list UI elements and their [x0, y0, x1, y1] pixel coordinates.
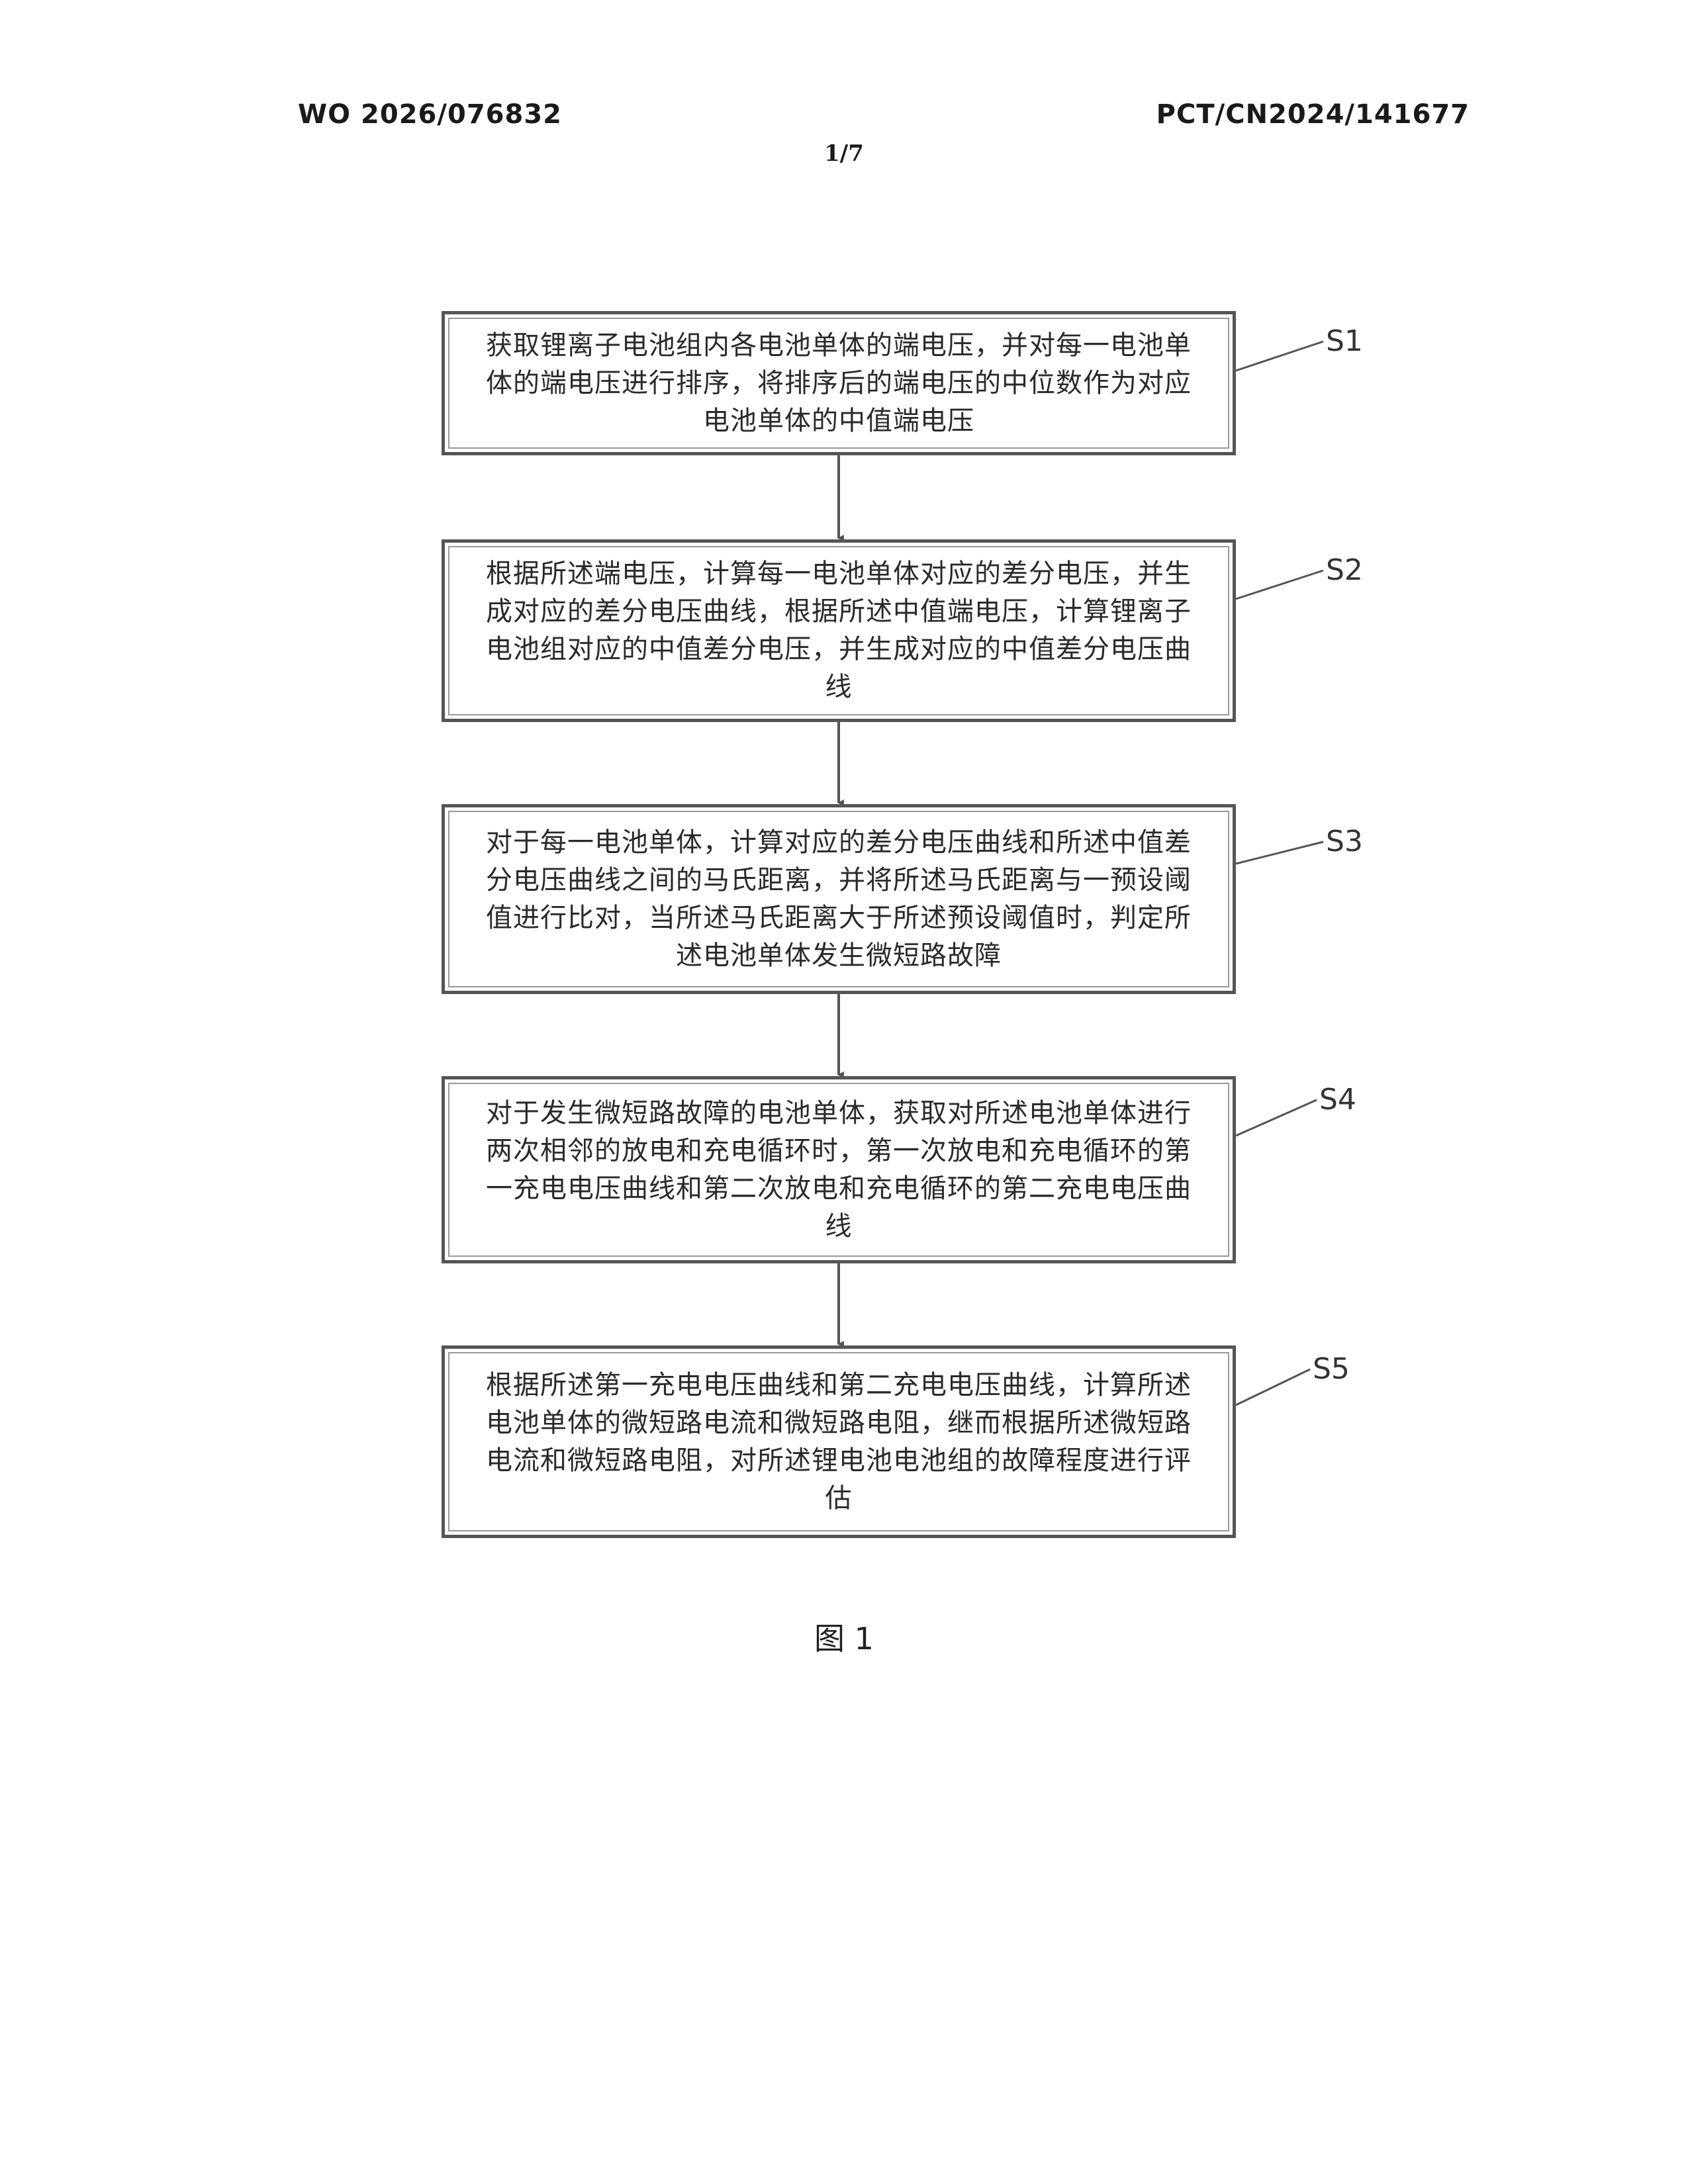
figure-caption: 图 1 [0, 1615, 1688, 1659]
leader-line [1236, 570, 1323, 599]
step-text-s5: 根据所述第一充电电压曲线和第二充电电压曲线，计算所述电池单体的微短路电流和微短路… [474, 1367, 1203, 1518]
step-text-s1: 获取锂离子电池组内各电池单体的端电压，并对每一电池单体的端电压进行排序，将排序后… [474, 327, 1203, 440]
leader-line [1236, 842, 1323, 864]
step-text-s3: 对于每一电池单体，计算对应的差分电压曲线和所述中值差分电压曲线之间的马氏距离，并… [474, 824, 1203, 975]
step-label-s5: S5 [1313, 1352, 1350, 1386]
leader-line [1236, 1369, 1310, 1405]
step-label-s2: S2 [1326, 553, 1363, 587]
leader-line [1236, 1100, 1317, 1136]
step-text-s4: 对于发生微短路故障的电池单体，获取对所述电池单体进行两次相邻的放电和充电循环时，… [474, 1095, 1203, 1246]
step-label-s4: S4 [1319, 1083, 1356, 1116]
step-box-s4: 对于发生微短路故障的电池单体，获取对所述电池单体进行两次相邻的放电和充电循环时，… [442, 1076, 1236, 1263]
step-box-s1: 获取锂离子电池组内各电池单体的端电压，并对每一电池单体的端电压进行排序，将排序后… [442, 311, 1236, 455]
step-box-s3: 对于每一电池单体，计算对应的差分电压曲线和所述中值差分电压曲线之间的马氏距离，并… [442, 804, 1236, 994]
step-label-s3: S3 [1326, 825, 1363, 858]
step-box-s2: 根据所述端电压，计算每一电池单体对应的差分电压，并生成对应的差分电压曲线，根据所… [442, 539, 1236, 722]
step-label-s1: S1 [1326, 324, 1363, 358]
step-text-s2: 根据所述端电压，计算每一电池单体对应的差分电压，并生成对应的差分电压曲线，根据所… [474, 555, 1203, 706]
step-box-s5: 根据所述第一充电电压曲线和第二充电电压曲线，计算所述电池单体的微短路电流和微短路… [442, 1345, 1236, 1538]
leader-line [1236, 341, 1323, 371]
